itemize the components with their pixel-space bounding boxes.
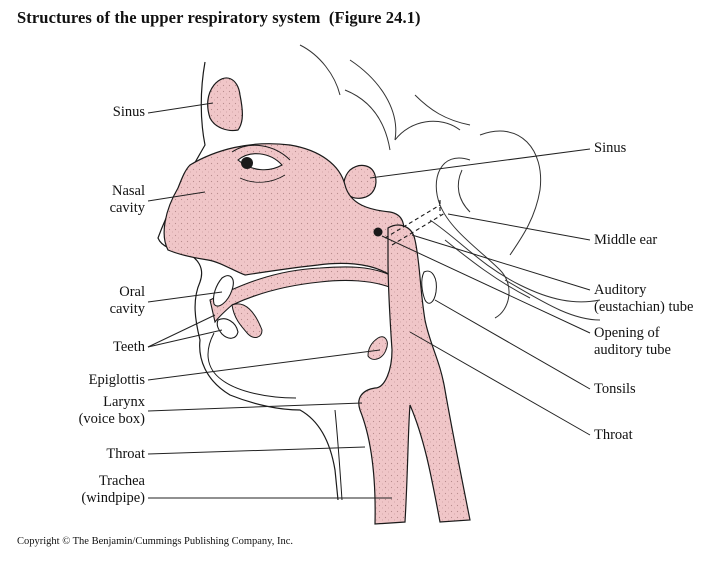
- nasal-cavity: [163, 143, 405, 277]
- label-opening-auditory-tube-line2: auditory tube: [594, 342, 671, 358]
- label-larynx-line1: Larynx: [103, 394, 145, 410]
- label-teeth-text: Teeth: [113, 339, 145, 355]
- ear-sketch: [299, 44, 601, 321]
- label-nasal-cavity-line2: cavity: [109, 200, 145, 216]
- label-sinus-left-text: Sinus: [112, 104, 145, 120]
- label-teeth: Teeth: [113, 339, 145, 356]
- label-middle-ear-text: Middle ear: [594, 232, 658, 248]
- label-sinus-right: Sinus: [594, 140, 626, 157]
- label-auditory-tube-line2: (eustachian) tube: [594, 299, 694, 315]
- epiglottis: [367, 336, 388, 360]
- title-text: Structures of the upper respiratory syst…: [17, 8, 321, 27]
- frontal-sinus: [207, 77, 243, 132]
- label-nasal-cavity-line1: Nasal: [111, 183, 145, 199]
- label-throat-right-text: Throat: [594, 427, 633, 443]
- eye-illustration: [231, 144, 291, 183]
- auditory-tube-dashed: [384, 200, 446, 246]
- palate: [209, 266, 393, 324]
- label-auditory-tube: Auditory (eustachian) tube: [594, 282, 693, 316]
- figure-reference: (Figure 24.1): [328, 8, 421, 27]
- chin-outline: [207, 332, 297, 399]
- label-middle-ear: Middle ear: [594, 232, 657, 249]
- leader-lines: [147, 102, 591, 499]
- tonsil: [421, 270, 437, 304]
- label-nasal-cavity: Nasal cavity: [110, 183, 145, 217]
- label-tonsils-text: Tonsils: [594, 381, 636, 397]
- teeth-illustration: [212, 275, 239, 339]
- label-larynx-line2: (voice box): [78, 411, 145, 427]
- label-throat-left-text: Throat: [106, 446, 145, 462]
- label-oral-cavity-line2: cavity: [109, 301, 145, 317]
- neck-outline: [334, 409, 343, 501]
- sphenoid-sinus: [343, 164, 377, 199]
- auditory-tube-opening: [373, 227, 383, 237]
- label-sinus-left: Sinus: [113, 104, 145, 121]
- label-sinus-right-text: Sinus: [594, 140, 627, 156]
- pharynx-and-trachea: [358, 224, 471, 525]
- label-oral-cavity-line1: Oral: [119, 284, 145, 300]
- label-opening-auditory-tube-line1: Opening of: [594, 325, 660, 341]
- label-oral-cavity: Oral cavity: [110, 284, 145, 318]
- label-trachea-line1: Trachea: [98, 473, 145, 489]
- label-auditory-tube-line1: Auditory: [594, 282, 647, 298]
- label-throat-left: Throat: [106, 446, 145, 463]
- copyright-notice: Copyright © The Benjamin/Cummings Publis…: [17, 536, 294, 547]
- label-epiglottis: Epiglottis: [89, 372, 145, 389]
- label-larynx: Larynx (voice box): [79, 394, 145, 428]
- tongue: [231, 303, 263, 338]
- label-trachea: Trachea (windpipe): [81, 473, 145, 507]
- figure-title: Structures of the upper respiratory syst…: [17, 8, 421, 28]
- label-opening-auditory-tube: Opening of auditory tube: [594, 325, 671, 359]
- face-profile-outline: [157, 61, 339, 501]
- label-epiglottis-text: Epiglottis: [88, 372, 145, 388]
- label-throat-right: Throat: [594, 427, 633, 444]
- label-trachea-line2: (windpipe): [81, 490, 145, 506]
- label-tonsils: Tonsils: [594, 381, 636, 398]
